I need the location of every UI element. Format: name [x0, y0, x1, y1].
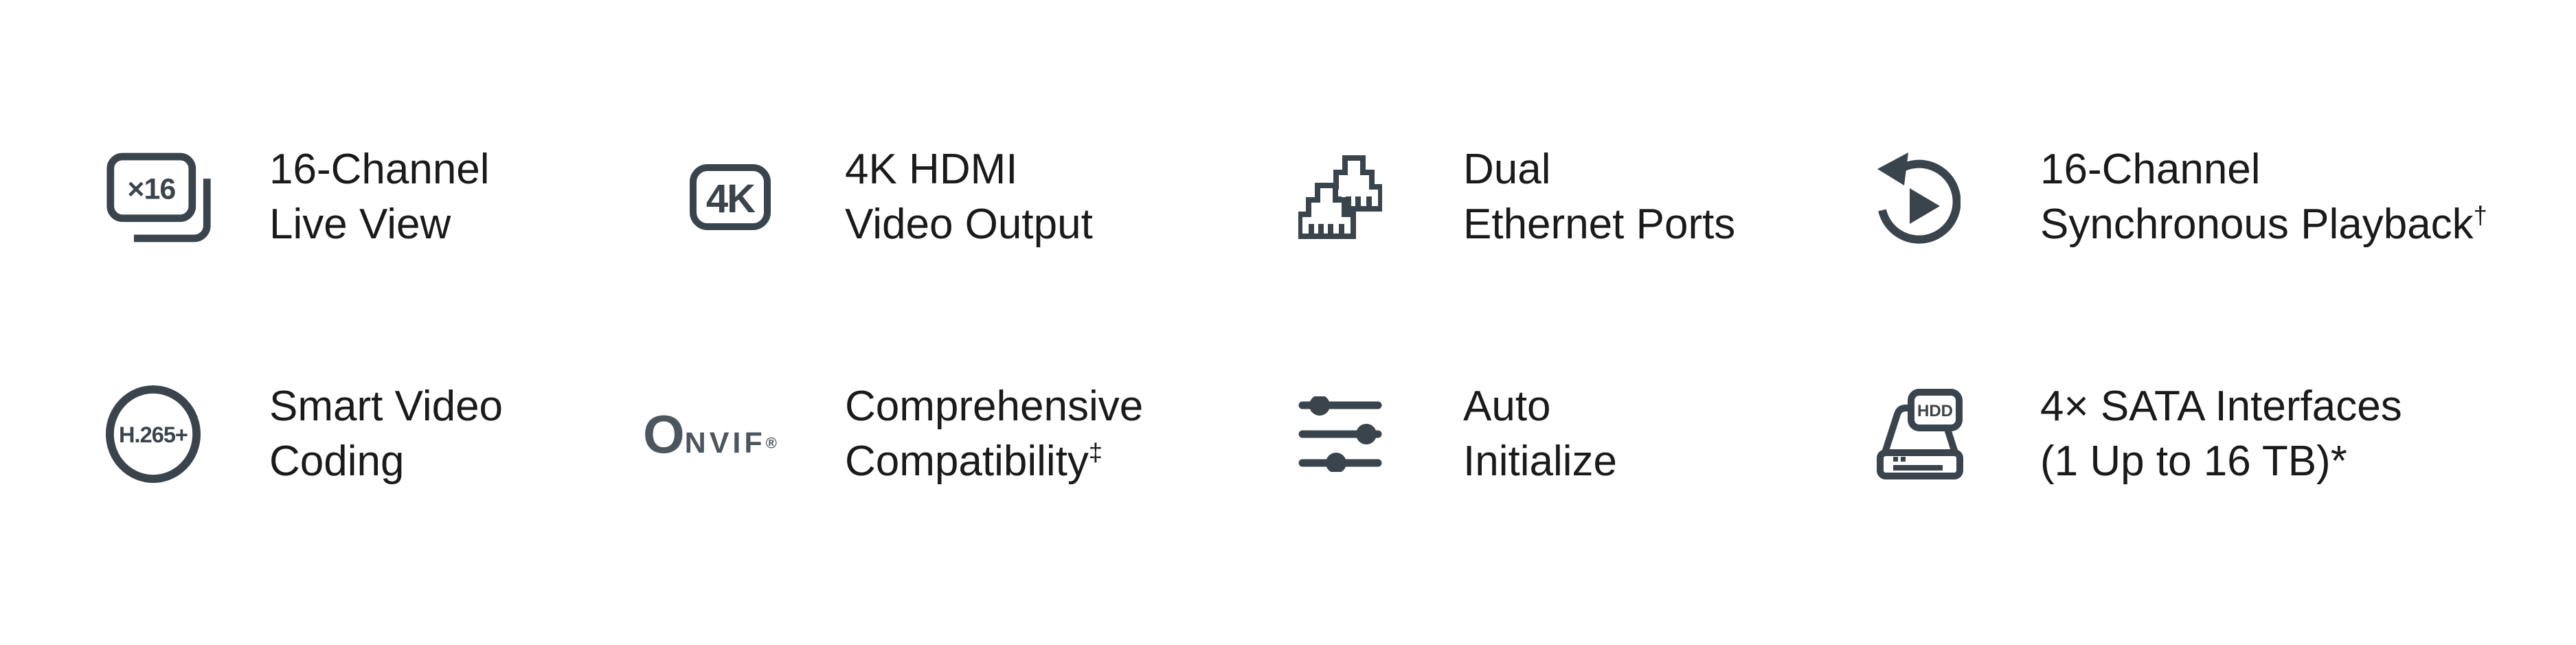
feature-line-1: Dual — [1463, 146, 1551, 193]
feature-comprehensive-compatibility: Onvif® Comprehensive Compatibility‡ — [643, 372, 1298, 496]
onvif-logo: Onvif® — [643, 407, 845, 461]
feature-line-2: (1 Up to 16 TB)* — [2040, 438, 2347, 485]
4k-badge-icon: 4K — [680, 164, 845, 230]
4k-icon-label: 4K — [706, 177, 756, 221]
feature-line-1: 16-Channel — [2040, 146, 2261, 193]
feature-line-1: Auto — [1463, 383, 1551, 430]
feature-label: Comprehensive Compatibility‡ — [845, 379, 1143, 489]
feature-line-2: Coding — [269, 438, 405, 485]
multiview-x16-icon: ×16 — [104, 150, 269, 245]
feature-dual-ethernet-ports: Dual Ethernet Ports — [1298, 135, 1875, 259]
feature-label: Dual Ethernet Ports — [1463, 142, 1735, 252]
footnote-marker: ‡ — [1088, 438, 1103, 466]
feature-4k-hdmi-video-output: 4K 4K HDMI Video Output — [680, 135, 1298, 259]
h265-badge-icon: H.265+ — [104, 385, 269, 484]
feature-label: 16-Channel Live View — [269, 142, 490, 252]
feature-label: 4K HDMI Video Output — [845, 142, 1093, 252]
feature-16-channel-live-view: ×16 16-Channel Live View — [104, 135, 680, 259]
playback-replay-icon — [1877, 152, 1961, 244]
feature-line-1: 4× SATA Interfaces — [2040, 383, 2402, 430]
footnote-marker: † — [2473, 201, 2487, 229]
hdd-drive-icon: HDD — [1877, 389, 1963, 479]
feature-smart-video-coding: H.265+ Smart Video Coding — [104, 372, 680, 496]
sliders-icon — [1298, 396, 1382, 472]
ethernet-ports-icon — [1298, 155, 1463, 239]
feature-line-1: Comprehensive — [845, 383, 1144, 430]
onvif-logo-o: O — [643, 404, 685, 464]
feature-label: 4× SATA Interfaces (1 Up to 16 TB)* — [2040, 379, 2402, 489]
registered-trademark-icon: ® — [765, 434, 777, 452]
feature-row-1: ×16 16-Channel Live View 4K 4K HDMI Vide… — [104, 135, 2487, 259]
feature-line-2: Live View — [269, 201, 451, 248]
feature-row-2: H.265+ Smart Video Coding Onvif® Compreh… — [104, 372, 2402, 496]
ethernet-ports-icon — [1298, 155, 1382, 239]
onvif-logo-rest: nvif — [684, 415, 766, 462]
multiview-x16-icon: ×16 — [106, 152, 211, 242]
onvif-logo: Onvif® — [643, 407, 777, 461]
feature-line-2: Compatibility — [845, 438, 1089, 485]
feature-line-1: 16-Channel — [269, 146, 490, 193]
h265-badge-icon: H.265+ — [105, 385, 201, 483]
feature-line-2: Synchronous Playback — [2040, 201, 2474, 248]
sliders-icon — [1298, 396, 1463, 472]
feature-line-2: Video Output — [845, 201, 1093, 248]
feature-4x-sata-interfaces: HDD 4× SATA Interfaces (1 Up to 16 TB)* — [1875, 372, 2402, 496]
feature-line-2: Ethernet Ports — [1463, 201, 1736, 248]
playback-replay-icon — [1875, 147, 2040, 247]
feature-auto-initialize: Auto Initialize — [1298, 372, 1875, 496]
feature-line-1: 4K HDMI — [845, 146, 1018, 193]
feature-line-2: Initialize — [1463, 438, 1617, 485]
feature-label: 16-Channel Synchronous Playback† — [2040, 142, 2487, 252]
4k-badge-icon: 4K — [690, 164, 771, 230]
hdd-tag-label: HDD — [1917, 402, 1953, 420]
feature-label: Smart Video Coding — [269, 379, 503, 489]
hdd-drive-icon: HDD — [1875, 388, 2040, 480]
feature-16-channel-synchronous-playback: 16-Channel Synchronous Playback† — [1875, 135, 2487, 259]
x16-icon-label: ×16 — [127, 172, 175, 205]
feature-label: Auto Initialize — [1463, 379, 1617, 489]
h265-icon-label: H.265+ — [119, 422, 188, 447]
feature-line-1: Smart Video — [269, 383, 504, 430]
